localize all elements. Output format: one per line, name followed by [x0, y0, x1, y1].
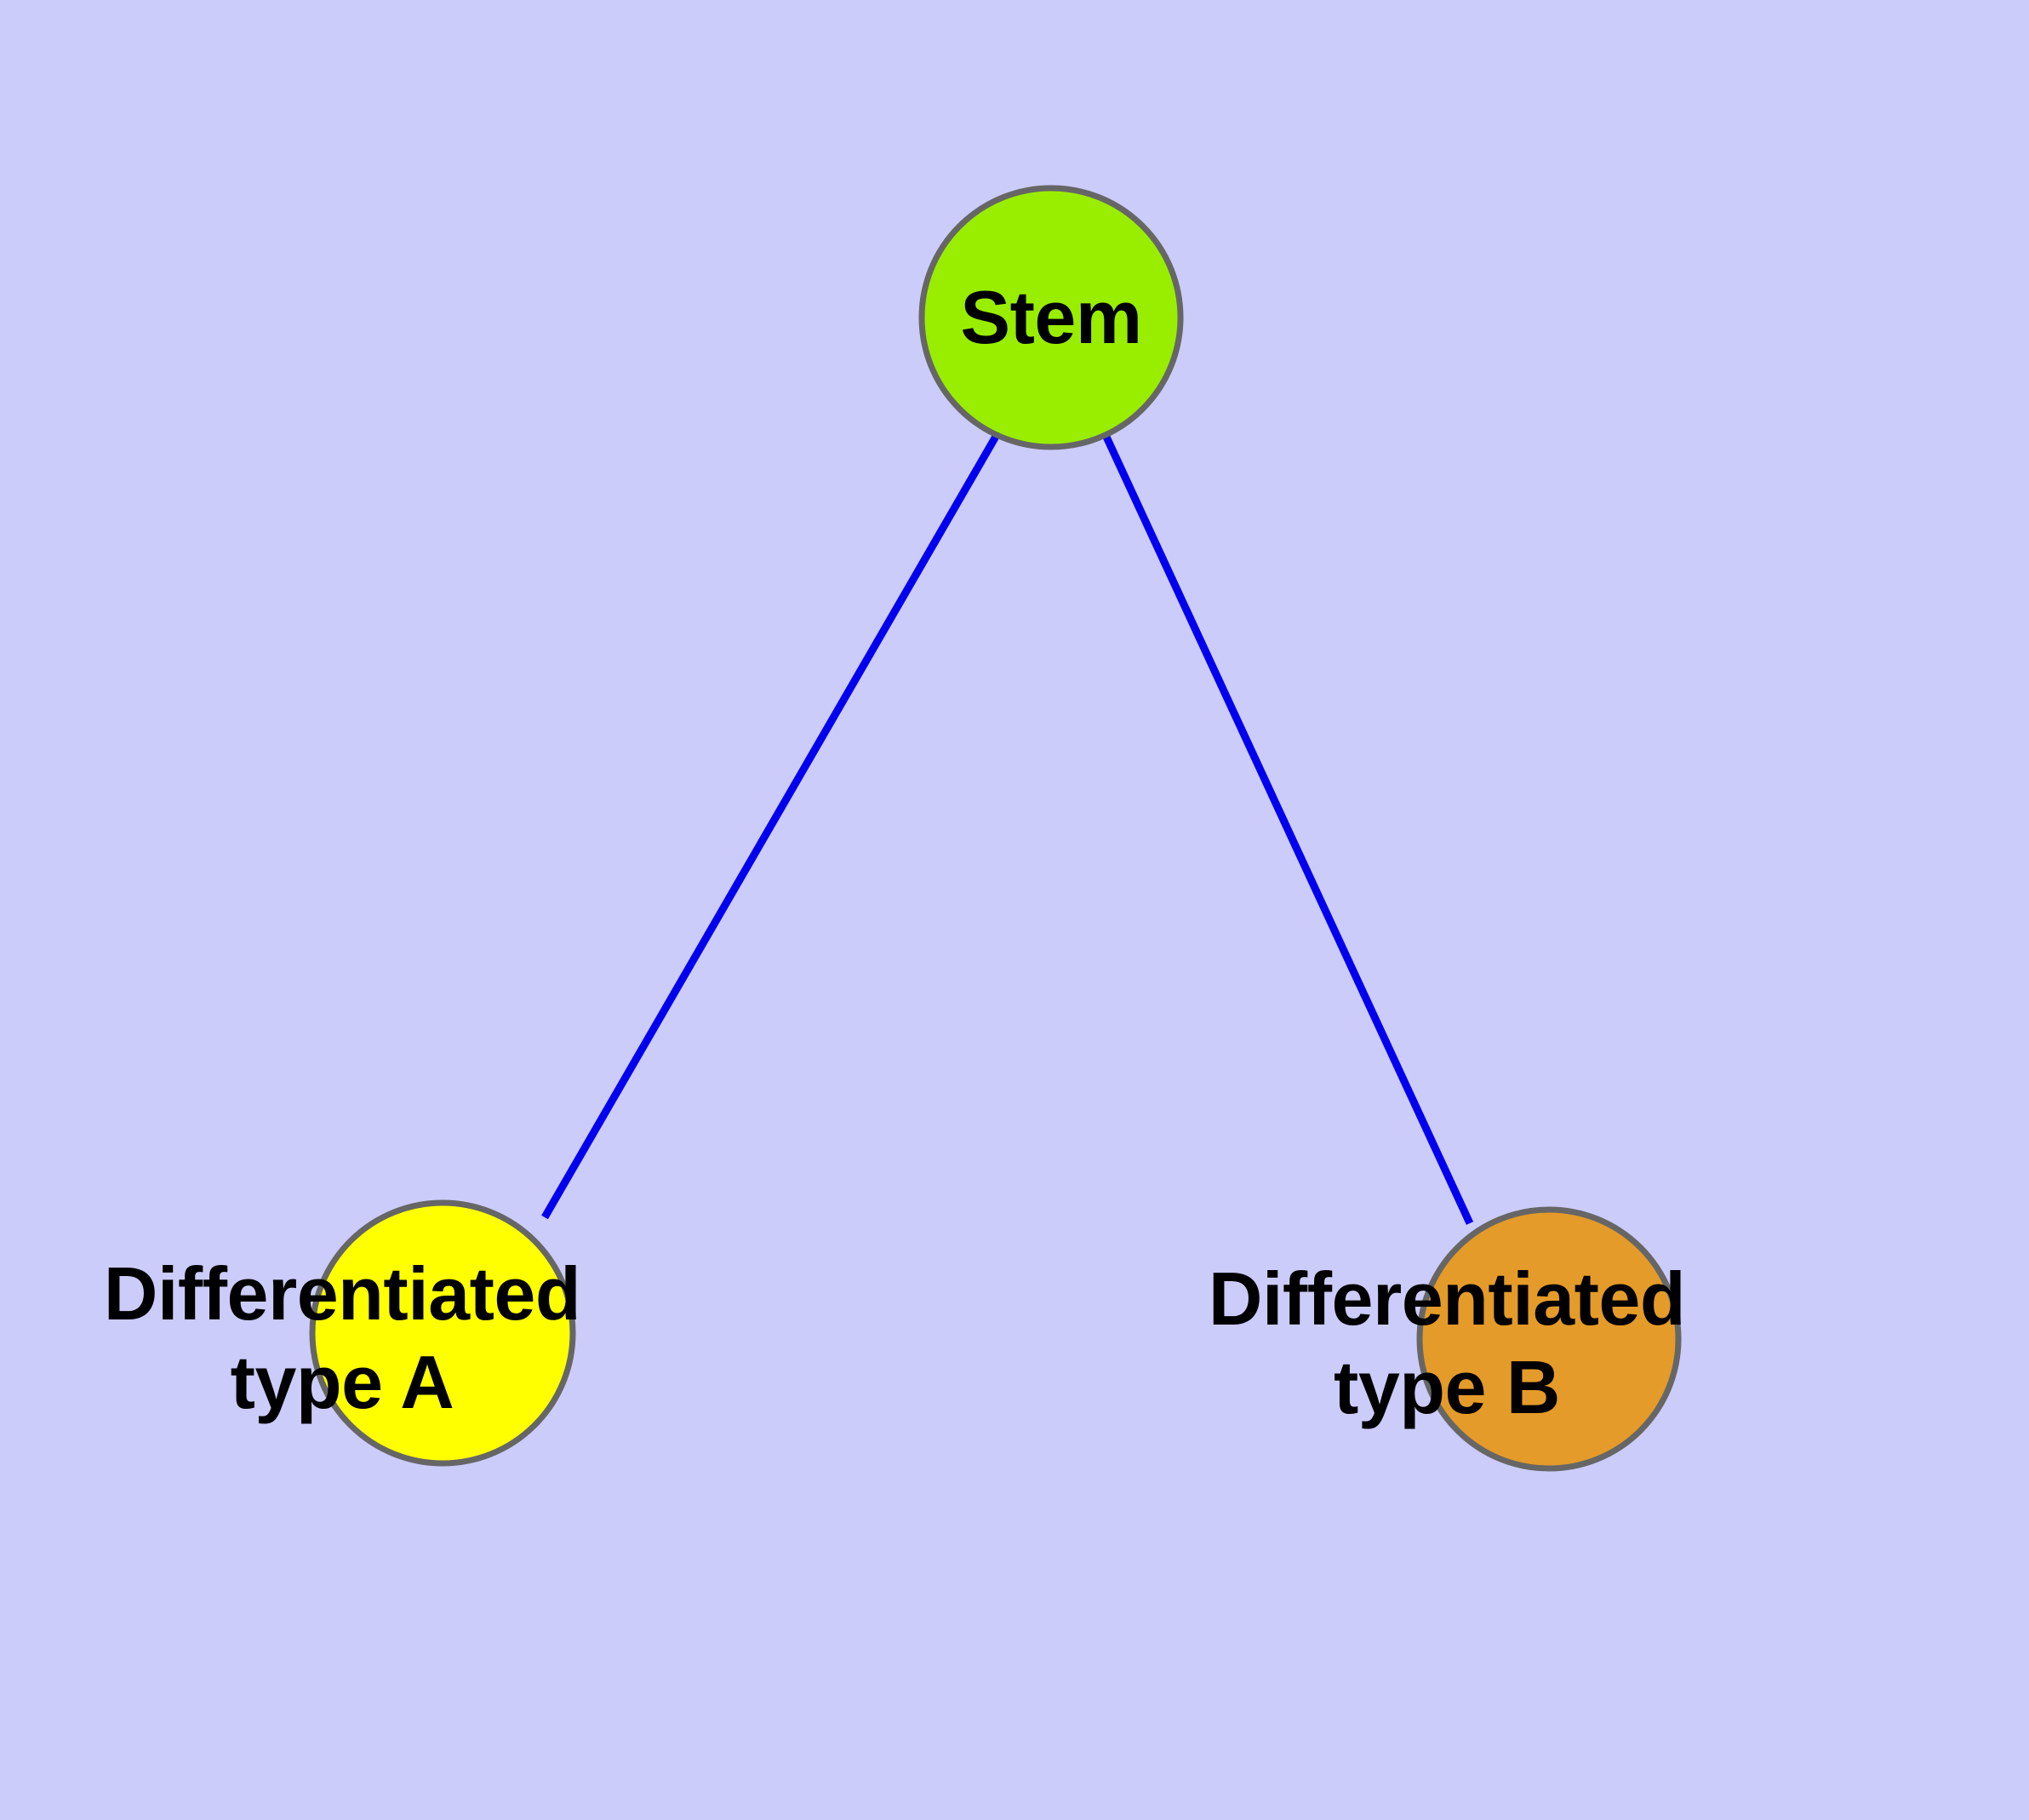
node-stem[interactable]: [918, 185, 1184, 450]
node-differentiated-type-a[interactable]: [309, 1199, 576, 1467]
node-group: [309, 185, 1682, 1472]
node-differentiated-type-b[interactable]: [1416, 1206, 1682, 1472]
edge-group: [541, 432, 1474, 1225]
edge-stem-to-type-a[interactable]: [541, 432, 1000, 1220]
edge-stem-to-type-b[interactable]: [1101, 433, 1474, 1225]
